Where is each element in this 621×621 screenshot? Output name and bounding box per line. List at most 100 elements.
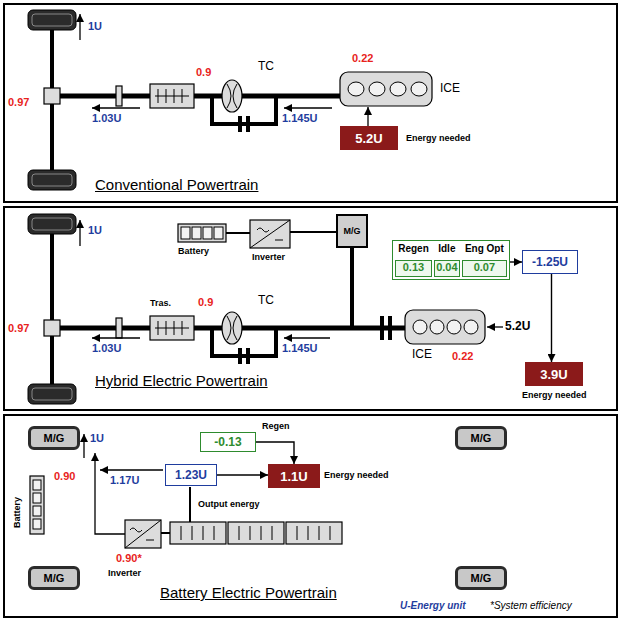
table-value: 0.13 xyxy=(395,260,432,278)
conventional-drivetrain xyxy=(28,10,432,190)
component-label: Tras. xyxy=(150,298,171,308)
hybrid-drivetrain xyxy=(178,224,226,242)
conventional-drivetrain xyxy=(369,82,385,96)
box-text: 3.9U xyxy=(540,367,567,382)
hybrid-drivetrain xyxy=(380,316,384,340)
component-label: ICE xyxy=(412,348,432,362)
hybrid-drivetrain xyxy=(79,220,80,246)
conventional-drivetrain xyxy=(79,14,80,40)
efficiency-value: 0.22 xyxy=(352,52,373,65)
box-text: M/G xyxy=(44,432,65,444)
battery-electric-drivetrain xyxy=(125,520,161,548)
box-text: 1.23U xyxy=(175,468,207,482)
energy-value: 5.2U xyxy=(505,320,530,334)
table-value: 0.07 xyxy=(462,260,507,278)
hybrid-drivetrain xyxy=(28,384,76,404)
wheel-motor: M/G xyxy=(28,426,80,450)
wheel-motor: M/G xyxy=(28,566,80,590)
conventional-drivetrain xyxy=(212,96,276,124)
hybrid-drivetrain xyxy=(388,316,392,340)
panel-caption: Battery Electric Powertrain xyxy=(160,584,337,601)
flow-arrow xyxy=(217,474,268,475)
component-label: Battery xyxy=(12,497,22,528)
box-text: M/G xyxy=(471,572,492,584)
hybrid-drivetrain xyxy=(250,220,290,248)
conventional-drivetrain xyxy=(367,107,368,126)
panel-caption: Hybrid Electric Powertrain xyxy=(95,372,268,389)
battery-electric-drivetrain xyxy=(100,469,163,470)
savings-table: RegenIdleEng Opt0.130.040.07 xyxy=(392,240,510,280)
hybrid-drivetrain xyxy=(181,227,190,239)
battery-electric-drivetrain xyxy=(33,506,41,516)
powertrain-panel: Hybrid Electric Powertrain M/G RegenIdleEn… xyxy=(3,206,618,411)
battery-electric-drivetrain xyxy=(95,453,125,534)
component-label: Inverter xyxy=(252,252,285,262)
efficiency-value: 0.9 xyxy=(198,296,213,309)
hybrid-drivetrain xyxy=(238,348,242,364)
energy-box: 1.1U xyxy=(268,464,320,488)
motor-generator: M/G xyxy=(336,214,368,248)
efficiency-value: 0.97 xyxy=(8,322,29,335)
energy-value: 1.03U xyxy=(92,342,121,355)
wheel-motor: M/G xyxy=(455,426,507,450)
note-label: Energy needed xyxy=(324,470,389,480)
hybrid-drivetrain xyxy=(246,348,250,364)
component-label: Output energy xyxy=(198,499,260,509)
conventional-drivetrain xyxy=(32,14,72,26)
panel-caption: Conventional Powertrain xyxy=(95,176,258,193)
box-text: 1.1U xyxy=(280,469,307,484)
box-text: -0.13 xyxy=(214,435,241,449)
conventional-drivetrain xyxy=(116,86,122,106)
box-text: -1.25U xyxy=(532,255,568,269)
conventional-drivetrain xyxy=(155,89,189,103)
energy-value: 1U xyxy=(90,432,104,445)
battery-electric-drivetrain xyxy=(170,522,226,544)
conventional-drivetrain xyxy=(28,170,76,190)
hybrid-drivetrain xyxy=(155,321,189,335)
hybrid-drivetrain xyxy=(32,218,72,230)
hybrid-drivetrain xyxy=(203,227,212,239)
component-label: Inverter xyxy=(108,568,141,578)
conventional-drivetrain xyxy=(32,174,72,186)
component-label: Regen xyxy=(262,421,290,431)
conventional-drivetrain xyxy=(60,94,340,99)
battery-electric-drivetrain xyxy=(83,434,84,458)
note-label: Energy needed xyxy=(522,390,587,400)
hybrid-drivetrain xyxy=(28,214,76,234)
energy-value: 1U xyxy=(88,224,102,237)
conventional-drivetrain xyxy=(246,116,250,132)
battery-electric-drivetrain xyxy=(161,532,170,534)
component-label: ICE xyxy=(440,82,460,96)
wheel-motor: M/G xyxy=(455,566,507,590)
conventional-drivetrain xyxy=(150,84,194,108)
conventional-drivetrain xyxy=(390,82,406,96)
battery-electric-drivetrain xyxy=(181,526,330,540)
hybrid-drivetrain xyxy=(487,326,503,327)
energy-box: 1.23U xyxy=(165,464,217,486)
hybrid-drivetrain xyxy=(290,231,336,233)
energy-value: 1.145U xyxy=(282,112,317,125)
efficiency-value: 0.9 xyxy=(196,66,211,79)
component-label: Battery xyxy=(178,246,209,256)
box-text: 5.2U xyxy=(355,131,382,146)
efficiency-value: 0.90* xyxy=(116,552,142,565)
hybrid-drivetrain xyxy=(32,388,72,400)
battery-electric-drivetrain xyxy=(30,434,342,548)
powertrain-panel: Conventional Powertrain 5.2U xyxy=(3,3,618,203)
battery-electric-drivetrain xyxy=(228,522,284,544)
hybrid-drivetrain xyxy=(214,227,223,239)
energy-value: 1.145U xyxy=(282,342,317,355)
energy-value: 1U xyxy=(88,20,102,33)
column-header: Idle xyxy=(434,243,460,258)
battery-electric-drivetrain xyxy=(189,487,191,522)
battery-electric-drivetrain xyxy=(33,480,41,490)
hybrid-drivetrain xyxy=(350,248,354,328)
hybrid-drivetrain xyxy=(405,310,485,344)
hybrid-drivetrain xyxy=(227,316,237,340)
efficiency-value: 0.22 xyxy=(452,350,473,363)
hybrid-drivetrain xyxy=(447,320,461,334)
box-text: M/G xyxy=(44,572,65,584)
powertrain-panel: Battery Electric PowertrainM/G-0.13M/G1.… xyxy=(3,414,618,618)
hybrid-drivetrain xyxy=(116,318,122,338)
